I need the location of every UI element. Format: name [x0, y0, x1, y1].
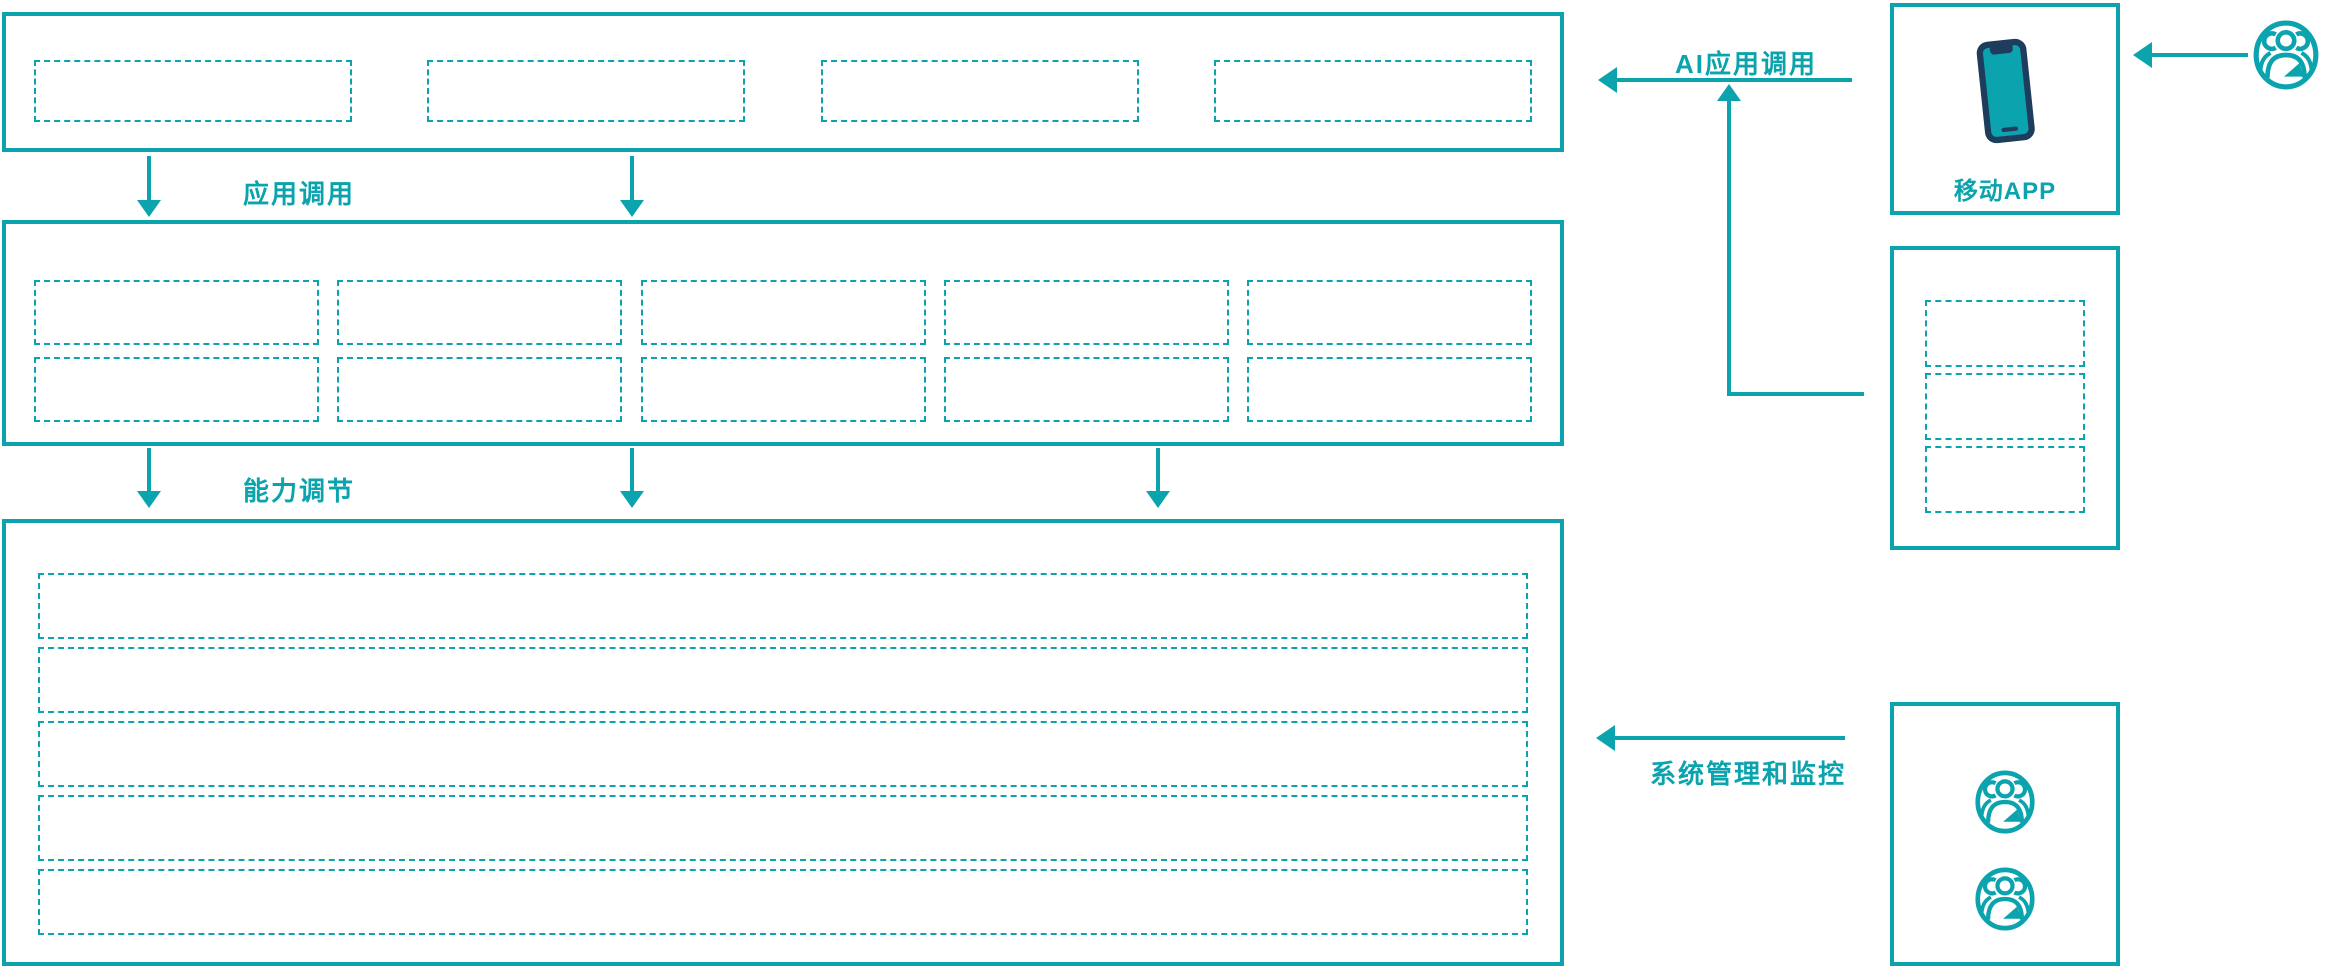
connector-horizontal-line [1727, 392, 1864, 396]
app-call-arrow-line-1 [147, 156, 151, 202]
capability-placeholder-box [943, 357, 1229, 422]
system-monitor-label: 系统管理和监控 [1650, 759, 1847, 789]
capability-arrow-line-3 [1156, 448, 1160, 493]
app-call-arrowhead-2 [620, 200, 644, 217]
platform-placeholder-row [38, 721, 1528, 787]
platform-layer-box [2, 519, 1564, 966]
app-placeholder-box [34, 60, 352, 122]
capability-arrowhead-2 [620, 491, 644, 508]
ai-app-call-arrowhead [1598, 67, 1617, 93]
app-placeholder-box [427, 60, 746, 122]
end-user-group-icon [2252, 19, 2320, 96]
capability-adjust-label: 能力调节 [243, 476, 356, 506]
app-placeholder-row [6, 16, 1560, 122]
app-call-arrow-line-2 [630, 156, 634, 202]
capability-placeholder-box [34, 357, 319, 422]
app-placeholder-box [820, 60, 1139, 122]
capability-arrowhead-3 [1146, 491, 1170, 508]
connector-vertical-line [1727, 99, 1731, 394]
capability-arrowhead-1 [137, 491, 161, 508]
connector-up-arrowhead [1717, 84, 1741, 101]
system-monitor-arrowhead [1596, 725, 1615, 751]
platform-placeholder-row [38, 869, 1528, 935]
app-call-arrowhead-1 [137, 200, 161, 217]
capability-placeholder-box [337, 280, 623, 345]
user-to-app-arrow-line [2152, 53, 2248, 57]
capability-placeholder-box [640, 280, 926, 345]
capability-placeholder-box [943, 280, 1229, 345]
platform-placeholder-row [38, 795, 1528, 861]
ai-app-call-arrow-line [1617, 78, 1852, 82]
capability-placeholder-box [640, 357, 926, 422]
capability-placeholder-box [34, 280, 319, 345]
capability-rows [6, 224, 1560, 422]
mobile-app-box: 移动APP [1890, 3, 2120, 215]
capability-layer-box [2, 220, 1564, 446]
app-layer-box [2, 12, 1564, 152]
app-call-label: 应用调用 [243, 179, 356, 209]
admin-user-icon [1974, 769, 2036, 840]
admin-panel-box [1890, 702, 2120, 966]
ai-app-call-label: AI应用调用 [1675, 49, 1818, 79]
mobile-app-label: 移动APP [1953, 178, 2057, 205]
capability-placeholder-box [1247, 280, 1532, 345]
service-placeholder-box [1925, 373, 2085, 440]
capability-placeholder-row-2 [34, 357, 1532, 422]
admin-user-icon [1974, 866, 2036, 937]
capability-arrow-line-1 [147, 448, 151, 493]
capability-placeholder-box [337, 357, 623, 422]
system-monitor-arrow-line [1615, 736, 1845, 740]
service-panel-box [1890, 246, 2120, 550]
service-placeholder-box [1925, 446, 2085, 513]
platform-placeholder-row [38, 647, 1528, 713]
phone-icon [1974, 37, 2037, 151]
service-placeholder-box [1925, 300, 2085, 367]
capability-arrow-line-2 [630, 448, 634, 493]
user-to-app-arrowhead [2133, 42, 2152, 68]
platform-placeholder-row [38, 573, 1528, 639]
capability-placeholder-box [1247, 357, 1532, 422]
capability-placeholder-row-1 [34, 280, 1532, 345]
service-placeholder-list [1894, 250, 2116, 513]
platform-placeholder-rows [6, 523, 1560, 935]
app-placeholder-box [1213, 60, 1532, 122]
